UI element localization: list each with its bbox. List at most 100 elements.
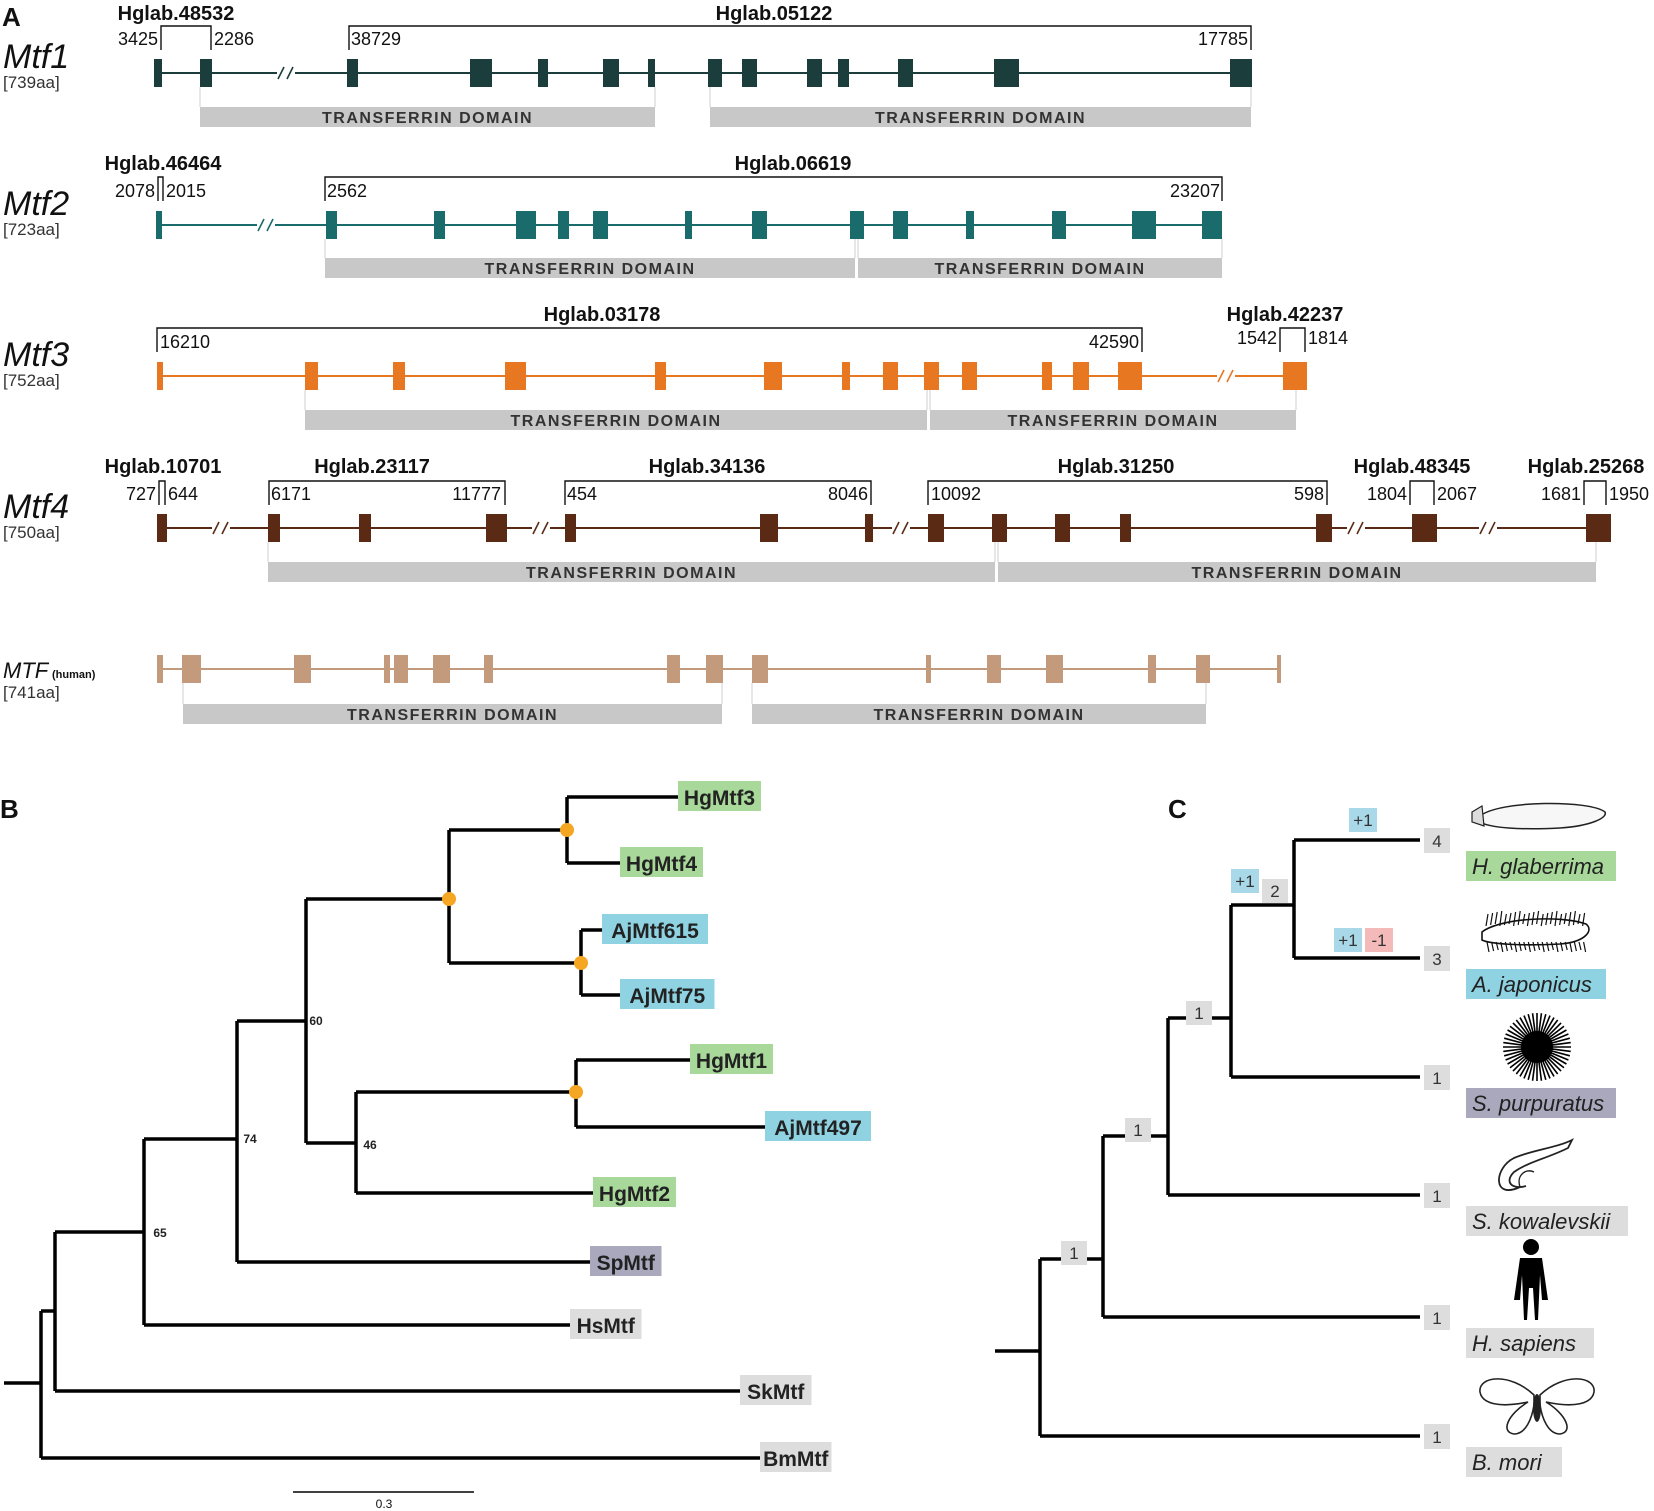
node-count-box xyxy=(1125,1118,1151,1142)
scaffold-id: Hglab.48345 xyxy=(1354,456,1471,478)
axis-break-gap xyxy=(257,219,275,231)
transferrin-domain-bar xyxy=(858,258,1222,278)
scaffold-bracket xyxy=(348,25,1252,50)
transferrin-domain-bar xyxy=(752,704,1206,724)
gene-mtf4-exon xyxy=(359,514,371,542)
gene-mtf-exon xyxy=(394,655,408,683)
gene-mtf-name: MTF xyxy=(3,658,50,683)
gene-mtf1-exon xyxy=(200,59,212,87)
gene-mtf-exon xyxy=(157,655,163,683)
node-count-value: 2 xyxy=(1270,882,1279,901)
gene-mtf3-exon xyxy=(655,362,666,390)
gene-count-value: 4 xyxy=(1432,832,1441,851)
scaffold-id: Hglab.46464 xyxy=(105,153,223,175)
moth-right-wing-icon xyxy=(1539,1378,1595,1435)
gene-mtf1-exon xyxy=(838,59,849,87)
species-name-1: A. japonicus xyxy=(1470,972,1592,997)
scaffold-id: Hglab.31250 xyxy=(1058,456,1175,478)
gene-count-box xyxy=(1424,1183,1450,1208)
axis-break-mark xyxy=(1347,521,1355,535)
bootstrap-value: 46 xyxy=(363,1138,377,1152)
scaffold-bracket xyxy=(324,176,1223,201)
panel-label-c: C xyxy=(1168,794,1187,824)
scaffold-bracket xyxy=(564,480,872,505)
tip-label-box xyxy=(620,847,703,877)
gene-mtf2-exon xyxy=(1052,211,1066,239)
gene-mtf3-exon xyxy=(1073,362,1089,390)
gene-mtf-exon xyxy=(752,655,768,683)
scaffold-id: Hglab.03178 xyxy=(544,304,661,326)
axis-break-mark xyxy=(1479,521,1487,535)
scaffold-end-coord: 17785 xyxy=(1198,29,1248,49)
gene-mtf2-exon xyxy=(850,211,864,239)
scale-bar-label: 0.3 xyxy=(376,1497,393,1511)
gene-count-value: 1 xyxy=(1432,1428,1441,1447)
species-name-4: H. sapiens xyxy=(1472,1331,1576,1356)
gene-mtf2-exon xyxy=(752,211,767,239)
gene-mtf4-length: [750aa] xyxy=(3,523,60,542)
axis-break-mark xyxy=(1356,521,1364,535)
gene-mtf3-exon xyxy=(1118,362,1142,390)
transferrin-domain-bar xyxy=(268,562,995,582)
transferrin-domain-bar xyxy=(183,704,722,724)
gene-mtf4-exon xyxy=(760,514,778,542)
gene-count-box xyxy=(1424,828,1450,853)
gene-mtf1-exon xyxy=(538,59,548,87)
transferrin-domain-bar xyxy=(325,258,855,278)
tip-label-skmtf: SkMtf xyxy=(747,1381,805,1404)
scaffold-id: Hglab.06619 xyxy=(735,153,852,175)
transferrin-domain-label: TRANSFERRIN DOMAIN xyxy=(526,565,737,582)
gene-mtf3-exon xyxy=(764,362,782,390)
scaffold-start-coord: 2078 xyxy=(115,181,155,201)
scaffold-start-coord: 38729 xyxy=(351,29,401,49)
gene-count-box xyxy=(1424,1424,1450,1449)
species-name-box xyxy=(1466,1088,1616,1118)
axis-break-gap xyxy=(277,67,295,79)
transferrin-domain-bar xyxy=(930,410,1296,430)
scaffold-end-coord: 598 xyxy=(1294,484,1324,504)
transferrin-domain-label: TRANSFERRIN DOMAIN xyxy=(511,413,722,430)
transferrin-domain-bar xyxy=(710,107,1251,127)
acorn-worm-icon xyxy=(1498,1137,1575,1191)
node-count-box xyxy=(1262,879,1288,903)
scaffold-bracket xyxy=(157,176,164,201)
gain-box xyxy=(1231,869,1259,893)
tip-label-box xyxy=(620,979,715,1009)
scaffold-id: Hglab.34136 xyxy=(649,456,766,478)
scaffold-start-coord: 3425 xyxy=(118,29,158,49)
gene-mtf1-name: Mtf1 xyxy=(3,38,69,76)
gene-mtf1-exon xyxy=(708,59,722,87)
scaffold-id: Hglab.10701 xyxy=(105,456,222,478)
scaffold-end-coord: 1814 xyxy=(1308,328,1348,348)
axis-break-mark xyxy=(257,218,265,232)
gain-value: +1 xyxy=(1353,811,1372,830)
axis-break-mark xyxy=(1488,521,1496,535)
scaffold-bracket xyxy=(1279,327,1306,352)
gene-mtf2-exon xyxy=(156,211,162,239)
gene-mtf4-exon xyxy=(992,514,1007,542)
species-name-0: H. glaberrima xyxy=(1472,854,1604,879)
sea-cucumber-spines-icon xyxy=(1485,910,1587,953)
axis-break-mark xyxy=(266,218,274,232)
gene-mtf3-name: Mtf3 xyxy=(3,336,69,374)
scaffold-end-coord: 2067 xyxy=(1437,484,1477,504)
scaffold-start-coord: 2562 xyxy=(327,181,367,201)
gene-mtf-exon xyxy=(1046,655,1063,683)
scaffold-bracket xyxy=(158,480,166,505)
axis-break-mark xyxy=(277,66,285,80)
gene-mtf1-exon xyxy=(347,59,358,87)
bootstrap-value: 65 xyxy=(153,1226,167,1240)
gene-mtf2-exon xyxy=(516,211,536,239)
scaffold-start-coord: 727 xyxy=(126,484,156,504)
species-name-box xyxy=(1466,1447,1562,1477)
transferrin-domain-label: TRANSFERRIN DOMAIN xyxy=(1192,565,1403,582)
axis-break-mark xyxy=(221,521,229,535)
species-name-5: B. mori xyxy=(1472,1450,1543,1475)
gene-mtf3-exon xyxy=(393,362,405,390)
gene-mtf4-exon xyxy=(565,514,576,542)
scaffold-bracket xyxy=(1409,480,1435,505)
gene-mtf-exon xyxy=(484,655,493,683)
gene-mtf1-exon xyxy=(994,59,1019,87)
scaffold-end-coord: 2286 xyxy=(214,29,254,49)
duplication-node-marker xyxy=(574,956,588,970)
